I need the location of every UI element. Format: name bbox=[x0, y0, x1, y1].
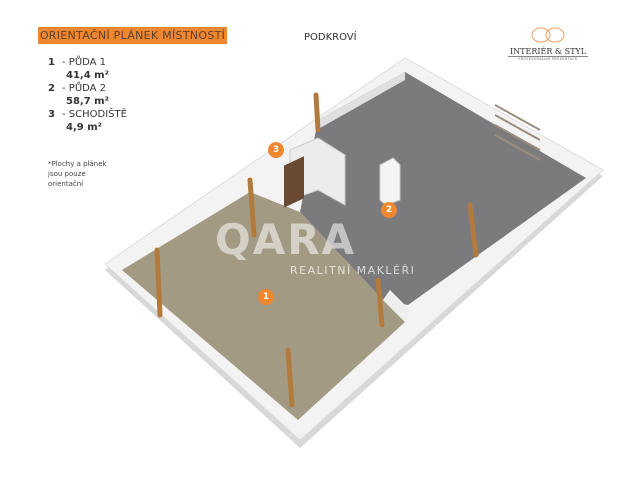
shelf-unit bbox=[494, 104, 541, 161]
legend-room-name: - PŮDA 2 bbox=[62, 83, 107, 94]
legend-room-name: - SCHODIŠTĚ bbox=[62, 109, 127, 120]
logo-tagline: PROFESIONÁLNÍ PREZENTACE bbox=[518, 57, 578, 61]
door bbox=[284, 156, 304, 208]
chimney bbox=[379, 157, 401, 206]
legend-number: 3 bbox=[48, 109, 55, 120]
room-2-inner-wall bbox=[318, 72, 405, 128]
logo-name: INTERIÉR & STYL bbox=[508, 47, 588, 57]
disclaimer-note: *Plochy a plánek jsou pouze orientační bbox=[48, 160, 107, 188]
room-marker-1: 1 bbox=[258, 289, 274, 305]
legend-room-area: 4,9 m² bbox=[66, 122, 102, 133]
plan-title-banner: ORIENTAČNÍ PLÁNEK MÍSTNOSTÍ bbox=[38, 27, 227, 44]
company-logo: INTERIÉR & STYL PROFESIONÁLNÍ PREZENTACE bbox=[508, 27, 588, 61]
wooden-beams bbox=[154, 92, 479, 408]
room-1-floor bbox=[122, 192, 405, 420]
legend-number: 2 bbox=[48, 83, 55, 94]
watermark-logo: QARA bbox=[215, 215, 357, 264]
logo-rings-icon bbox=[531, 27, 565, 43]
room-marker-2: 2 bbox=[381, 202, 397, 218]
legend-room-area: 41,4 m² bbox=[66, 70, 109, 81]
watermark-tagline: REALITNÍ MAKLÉŘI bbox=[290, 264, 416, 277]
partition-wall bbox=[383, 290, 410, 322]
legend-number: 1 bbox=[48, 57, 55, 68]
room-legend: 1 - PŮDA 1 41,4 m² 2 - PŮDA 2 58,7 m² 3 - S… bbox=[48, 56, 127, 134]
floor-title: PODKROVÍ bbox=[304, 32, 357, 43]
legend-room-name: - PŮDA 1 bbox=[62, 57, 107, 68]
room-2-floor bbox=[300, 72, 586, 305]
legend-room-area: 58,7 m² bbox=[66, 96, 109, 107]
room-marker-3: 3 bbox=[268, 142, 284, 158]
